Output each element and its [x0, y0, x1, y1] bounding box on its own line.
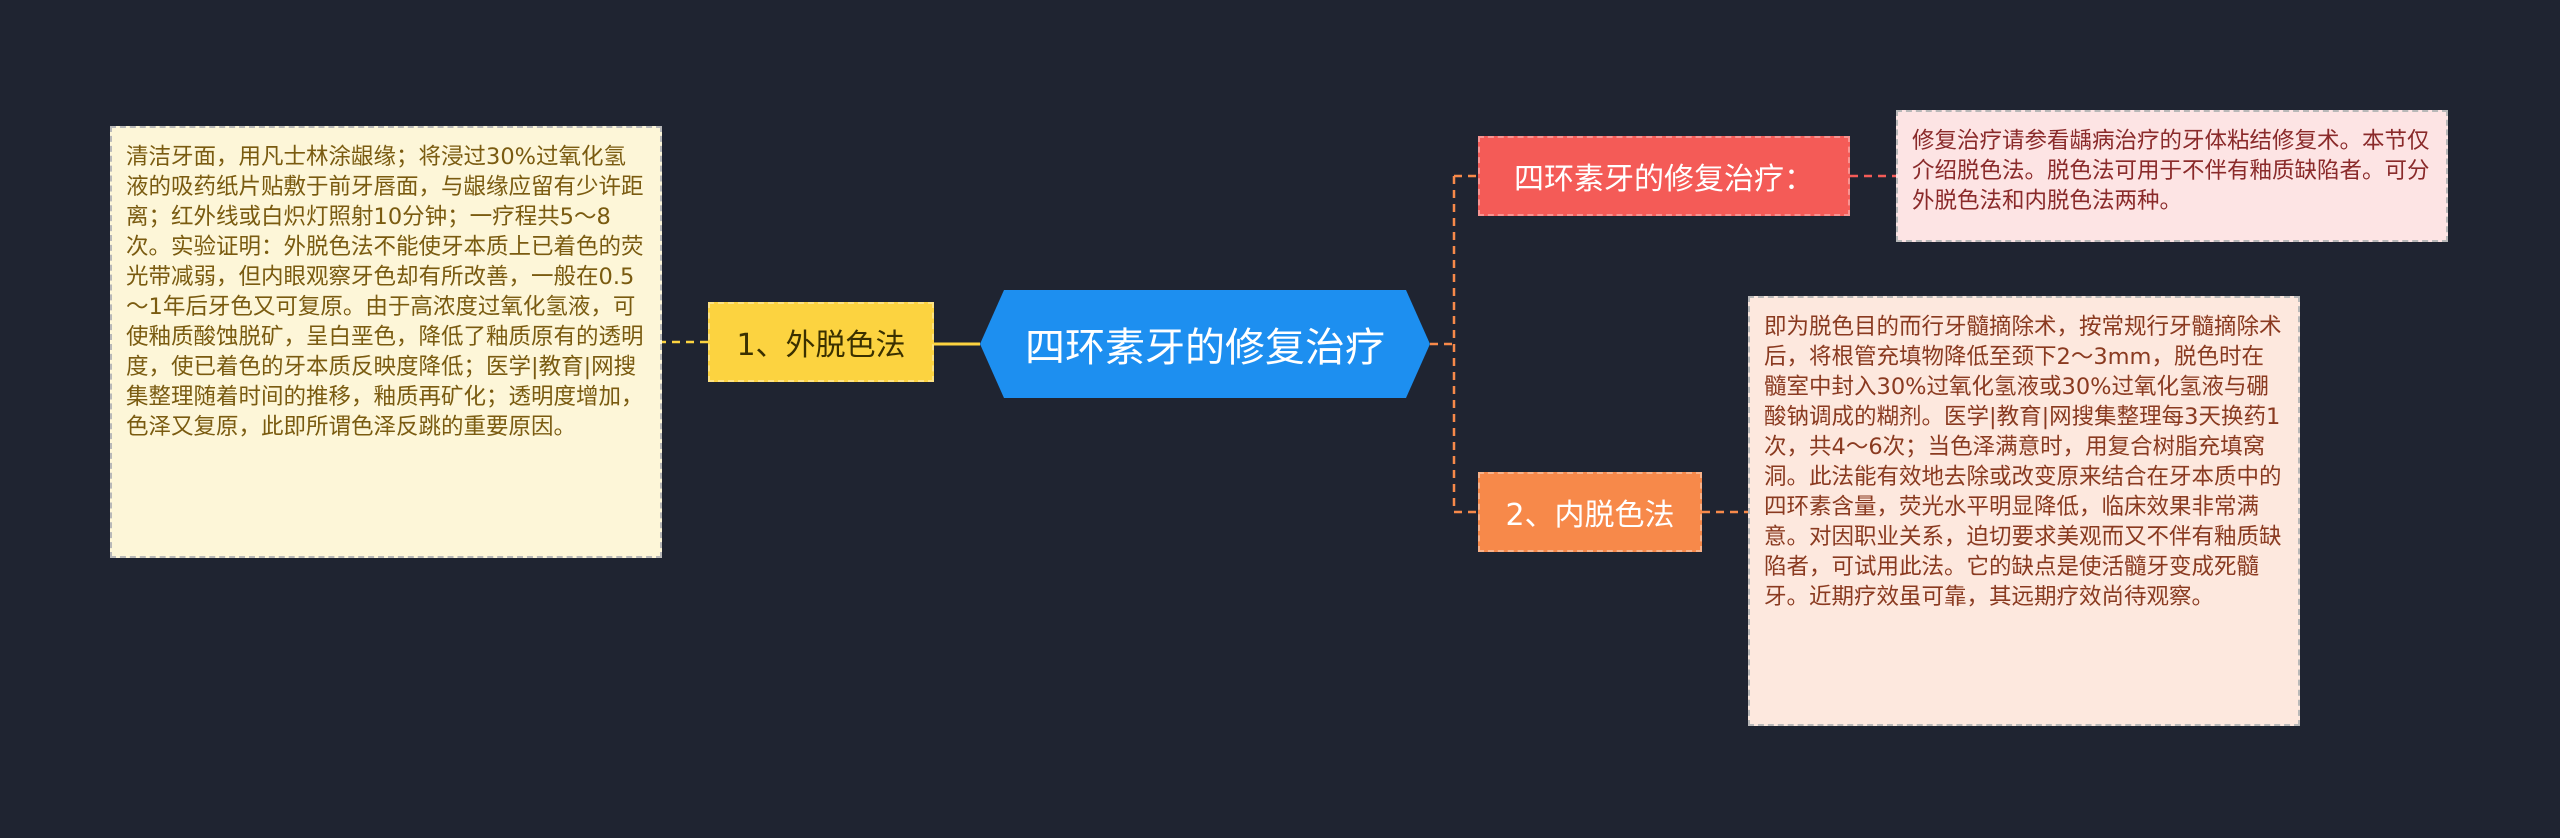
branch-node-label: 1、外脱色法: [736, 328, 906, 363]
branch-node-restorative-treatment[interactable]: 四环素牙的修复治疗：: [1478, 136, 1850, 216]
connector-root-right: [1430, 174, 1478, 514]
branch-node-label: 2、内脱色法: [1505, 498, 1675, 533]
branch-node-internal-bleaching[interactable]: 2、内脱色法: [1478, 472, 1702, 552]
note-internal-bleaching: 即为脱色目的而行牙髓摘除术，按常规行牙髓摘除术后，将根管充填物降低至颈下2～3m…: [1748, 296, 2300, 726]
root-node[interactable]: 四环素牙的修复治疗: [980, 290, 1430, 398]
root-node-label: 四环素牙的修复治疗: [1025, 325, 1385, 371]
branch-node-label: 四环素牙的修复治疗：: [1514, 162, 1814, 197]
note-restorative-treatment: 修复治疗请参看龋病治疗的牙体粘结修复术。本节仅介绍脱色法。脱色法可用于不伴有釉质…: [1896, 110, 2448, 242]
note-external-bleaching: 清洁牙面，用凡士林涂龈缘；将浸过30%过氧化氢液的吸药纸片贴敷于前牙唇面，与龈缘…: [110, 126, 662, 558]
branch-node-external-bleaching[interactable]: 1、外脱色法: [708, 302, 934, 382]
